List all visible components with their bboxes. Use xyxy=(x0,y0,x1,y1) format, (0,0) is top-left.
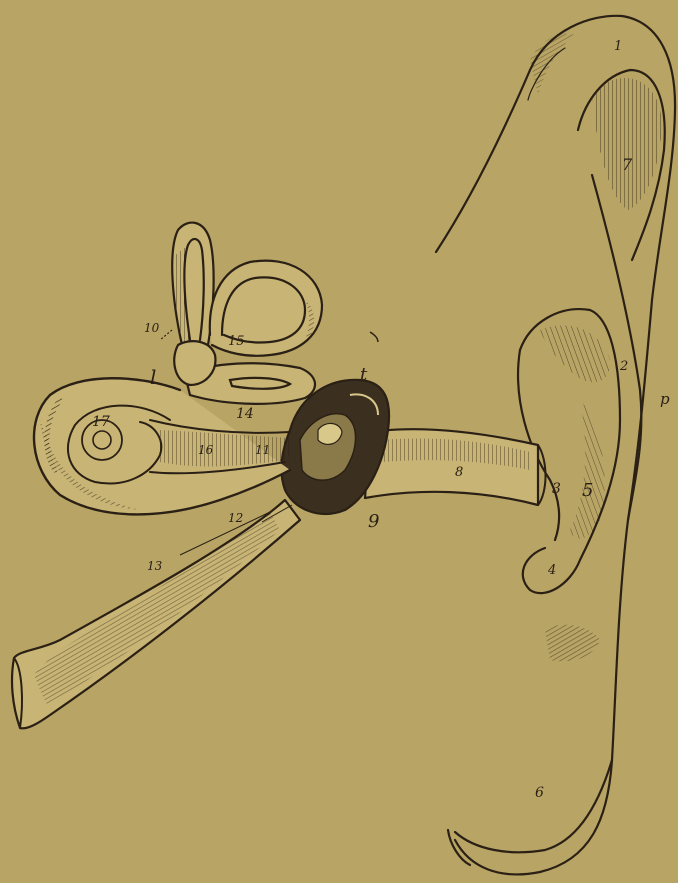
eustachian-tube xyxy=(12,500,300,728)
label-3: 3 xyxy=(552,481,561,497)
label-7: 7 xyxy=(622,155,633,174)
concha-shading xyxy=(540,325,610,382)
label-15: 15 xyxy=(228,334,245,349)
label-6: 6 xyxy=(535,785,544,801)
lobule-outline xyxy=(455,760,612,852)
lobe-shading xyxy=(545,625,600,662)
label-1: 1 xyxy=(614,39,622,54)
antihelix-shading xyxy=(570,400,605,539)
semicircular-canals xyxy=(172,223,322,404)
cochlea-shading xyxy=(160,430,290,466)
label-14: 14 xyxy=(236,406,254,422)
label-12: 12 xyxy=(228,511,243,525)
label-9: 9 xyxy=(368,511,379,532)
label-2: 2 xyxy=(619,359,628,374)
helix-top-shading xyxy=(530,34,575,95)
label-16: 16 xyxy=(198,443,214,457)
label-10: 10 xyxy=(144,321,160,335)
leader-line xyxy=(370,332,378,342)
fossa-shading xyxy=(592,78,661,210)
label-p: p xyxy=(660,390,670,408)
label-l: l xyxy=(150,365,156,389)
label-t: t xyxy=(360,364,368,385)
label-4: 4 xyxy=(547,563,556,578)
leader-line xyxy=(160,330,172,340)
label-5: 5 xyxy=(582,480,593,501)
label-17: 17 xyxy=(92,414,110,430)
label-11: 11 xyxy=(255,443,270,457)
label-13: 13 xyxy=(147,559,163,573)
label-8: 8 xyxy=(455,465,463,480)
